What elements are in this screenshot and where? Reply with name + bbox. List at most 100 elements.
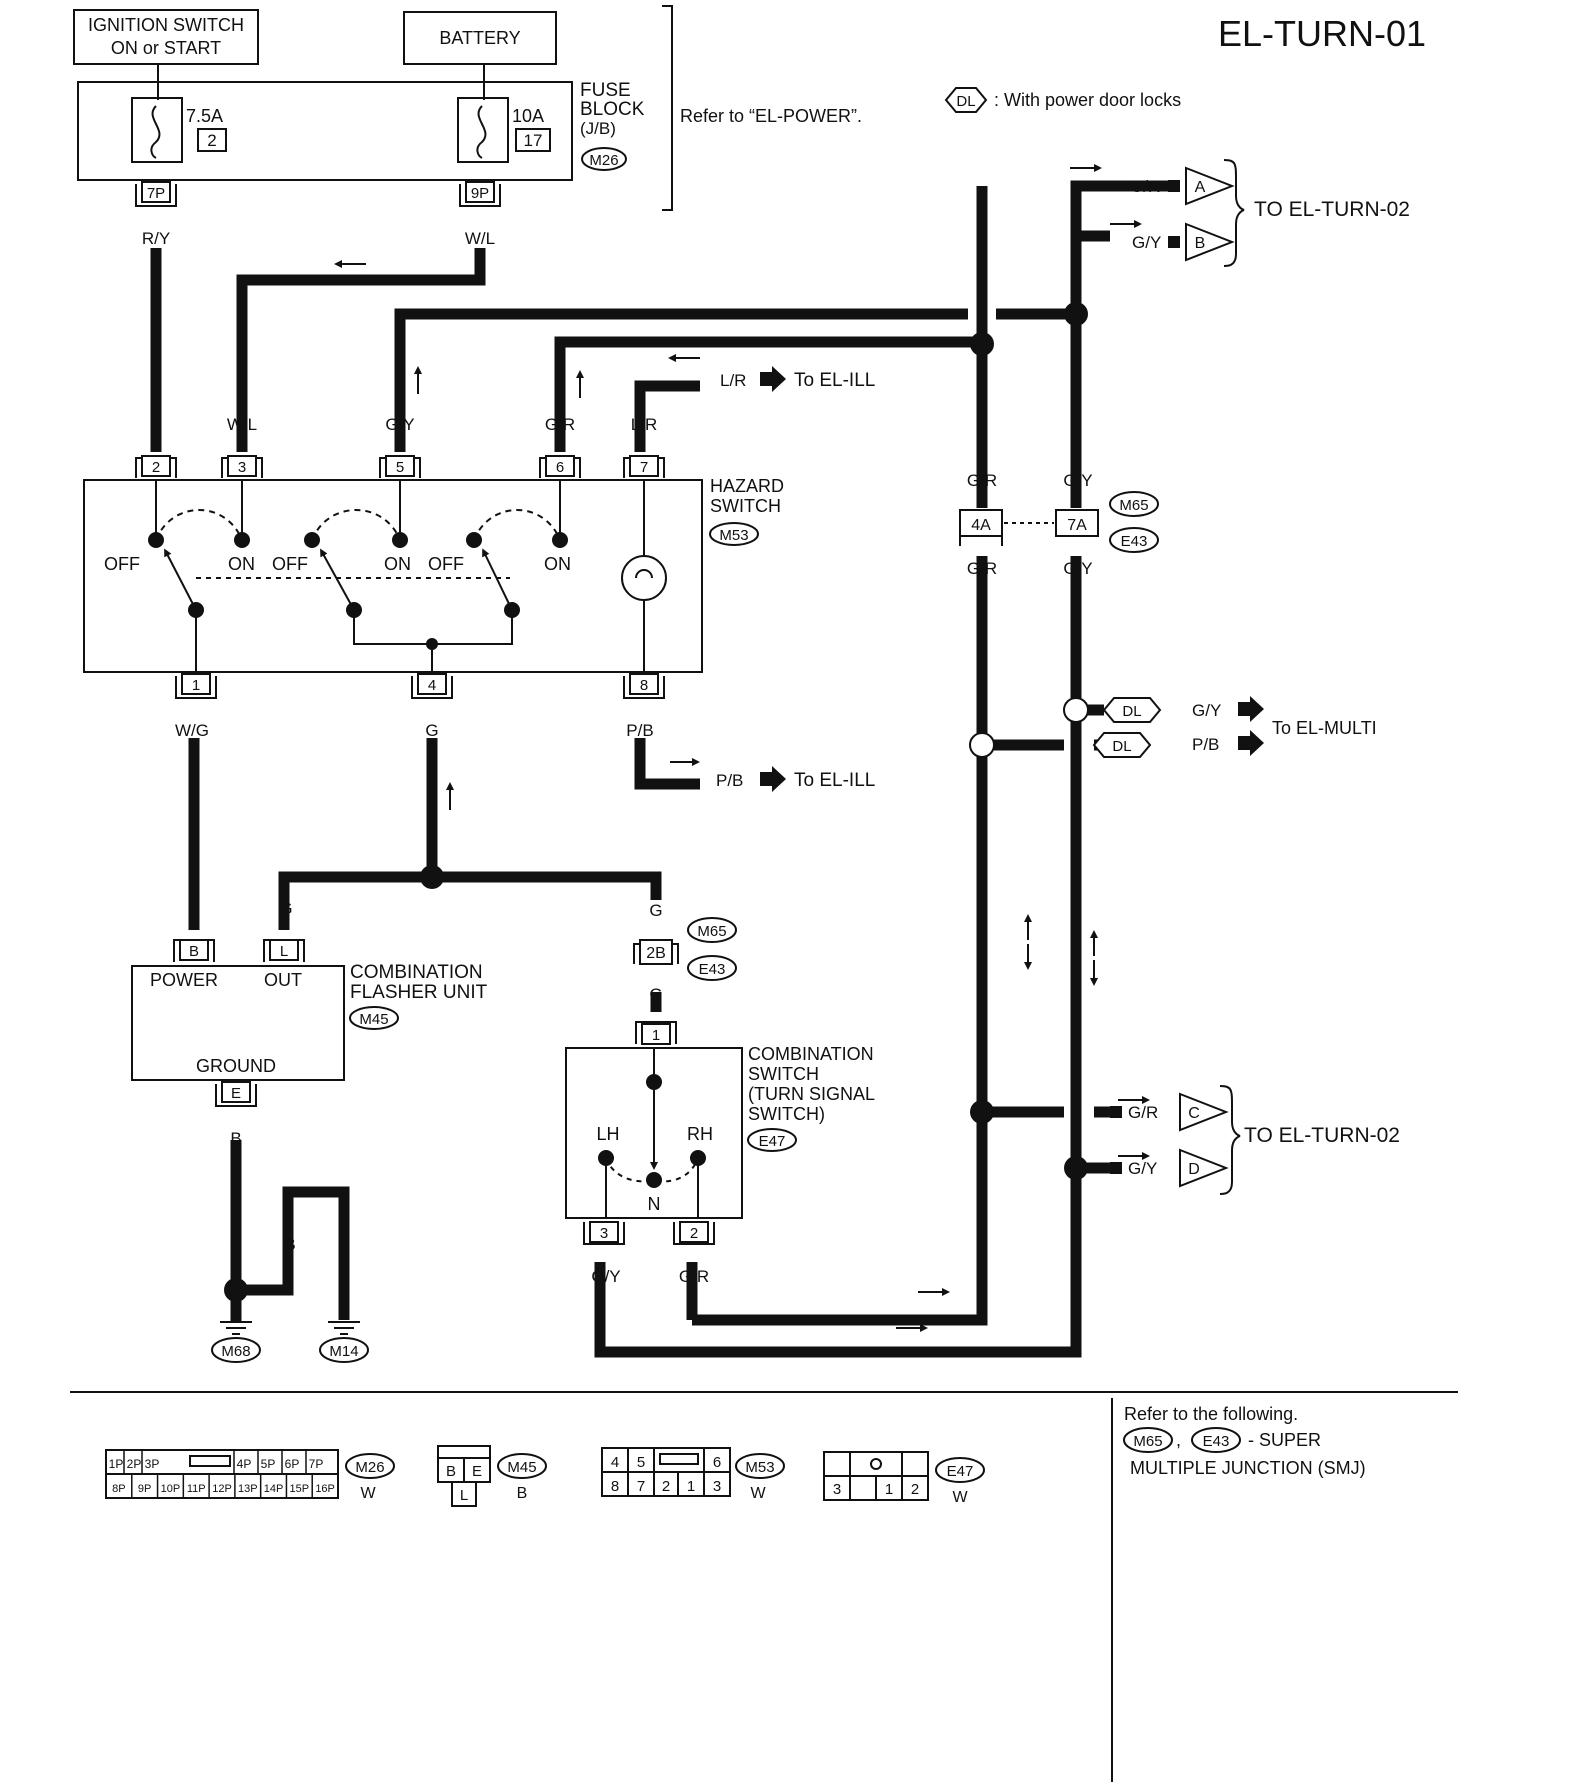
ground-m14: M14 [319,1321,369,1363]
m26-pin-label: 11P [187,1483,206,1495]
m26-pin-label: 6P [285,1457,300,1471]
svg-text:ON: ON [544,554,571,574]
svg-text:MULTIPLE JUNCTION (SMJ): MULTIPLE JUNCTION (SMJ) [1130,1458,1366,1478]
svg-text:E47: E47 [947,1463,974,1480]
svg-text:G: G [279,899,292,918]
svg-text:LH: LH [596,1124,619,1144]
svg-text:B: B [230,1235,241,1254]
svg-text:P/B: P/B [716,771,743,790]
to-el-turn-02-bottom: TO EL-TURN-02 [1244,1124,1400,1147]
svg-text:COMBINATION: COMBINATION [350,962,483,983]
svg-text:G/Y: G/Y [385,415,414,434]
output-c: G/R C [1110,1092,1229,1132]
svg-text:M45: M45 [359,1011,388,1028]
svg-text:W/L: W/L [227,415,257,434]
svg-text:B: B [284,1235,295,1254]
svg-text:ON: ON [384,554,411,574]
svg-text:3: 3 [600,1225,608,1242]
m26-pin-label: 10P [161,1483,181,1495]
svg-text:R/Y: R/Y [142,229,170,248]
svg-text:2: 2 [690,1225,698,1242]
svg-text:2: 2 [911,1481,919,1498]
svg-text:W/L: W/L [465,229,495,248]
svg-text:L: L [460,1487,468,1504]
wire-labels: R/Y W/L W/L G/Y G/R L/R W/G G P/B G G G … [142,229,1093,1286]
m26-pin-label: 12P [212,1483,232,1495]
m26-pin-label: 1P [109,1457,124,1471]
svg-text:4: 4 [611,1454,619,1471]
svg-text:(TURN SIGNAL: (TURN SIGNAL [748,1084,875,1104]
svg-text:E43: E43 [1203,1433,1230,1450]
svg-text:3: 3 [238,459,246,476]
svg-text:G/R: G/R [679,1267,709,1286]
svg-text:DL: DL [1112,738,1131,755]
wires [150,180,1180,1358]
hazard-switch: 2 3 5 6 7 [83,455,784,699]
output-a: G/R A [1130,166,1235,206]
hazard-pins-top: 2 3 5 6 7 [135,455,665,478]
svg-text:17: 17 [524,131,543,150]
m26-pin-label: 7P [309,1457,324,1471]
turn-signal-switch: 1 LH RH N 3 2 COMBINATION SWITCH (TURN S… [565,1021,875,1245]
svg-text:G/R: G/R [545,415,575,434]
svg-text:BATTERY: BATTERY [439,28,520,48]
svg-text:B: B [189,943,199,960]
svg-text:1: 1 [192,677,200,694]
svg-text:L: L [280,943,288,960]
svg-text:G/R: G/R [1128,1103,1158,1122]
svg-text:4A: 4A [971,517,991,534]
svg-text:2: 2 [207,131,216,150]
fuse-10a [457,97,509,163]
output-b: G/Y B [1132,222,1235,262]
hazard-pins-bottom: 1 4 8 [175,673,665,699]
svg-text:M14: M14 [329,1343,358,1360]
svg-text:G/Y: G/Y [1128,1159,1157,1178]
svg-text:GROUND: GROUND [196,1056,276,1076]
fuse-7-5a [131,97,183,163]
svg-text:M26: M26 [589,152,618,169]
svg-text:DL: DL [1122,703,1141,720]
svg-text:M65: M65 [1119,497,1148,514]
svg-text:M45: M45 [507,1459,536,1476]
m26-pin-label: 5P [261,1457,276,1471]
svg-text:G: G [649,985,662,1004]
svg-text:7: 7 [640,459,648,476]
svg-text:G/Y: G/Y [1192,701,1221,720]
svg-text:A: A [1195,179,1206,196]
svg-text:M65: M65 [1133,1433,1162,1450]
svg-text:3: 3 [833,1481,841,1498]
svg-text:7P: 7P [147,185,165,202]
svg-text:Refer to the following.: Refer to the following. [1124,1404,1298,1424]
svg-text:G/R: G/R [1130,177,1160,196]
svg-text:G/R: G/R [967,471,997,490]
svg-text:2: 2 [152,459,160,476]
svg-text:8: 8 [640,677,648,694]
svg-text:W: W [360,1485,376,1502]
svg-text:To EL-ILL: To EL-ILL [794,370,875,391]
svg-text:B: B [517,1485,528,1502]
svg-text:G: G [649,901,662,920]
svg-text:7A: 7A [1067,517,1087,534]
dl-outputs: DL G/Y DL P/B To EL-MULTI [1092,696,1377,758]
svg-text:SWITCH): SWITCH) [748,1104,825,1124]
svg-text:M53: M53 [719,527,748,544]
svg-text:: With power door locks: : With power door locks [994,90,1181,110]
fuse-pin-9p: 9P [459,181,501,207]
combination-flasher-unit: B L POWER OUT GROUND E COMBINATION FLASH… [131,939,488,1107]
svg-text:DL: DL [956,93,975,110]
svg-text:M68: M68 [221,1343,250,1360]
svg-text:E: E [231,1085,241,1102]
m26-pin-label: 9P [138,1483,151,1495]
svg-text:6: 6 [713,1454,721,1471]
svg-text:4: 4 [428,677,436,694]
svg-text:OFF: OFF [428,554,464,574]
bracket-top [1223,159,1245,267]
fuse-pin-7p: 7P [135,181,177,207]
svg-text:G/R: G/R [967,559,997,578]
smj-refer-note: Refer to the following. M65 , E43 - SUPE… [1123,1404,1366,1478]
ignition-switch-box: IGNITION SWITCH ON or START [73,9,259,65]
svg-text:9P: 9P [471,185,489,202]
svg-text:W: W [750,1485,766,1502]
svg-text:FUSE: FUSE [580,80,631,101]
